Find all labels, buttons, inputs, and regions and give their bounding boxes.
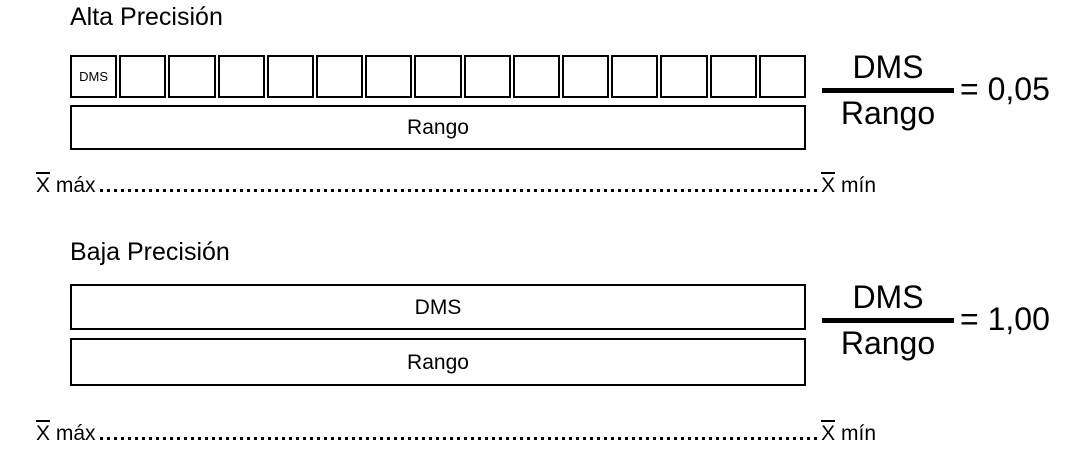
ratio-baja-precision: DMS Rango = 1,00 bbox=[822, 280, 1050, 360]
fraction-rule bbox=[822, 87, 954, 93]
axis-right-endpoint-label: mín bbox=[835, 422, 876, 445]
ratio-alta-precision: DMS Rango = 0,05 bbox=[822, 50, 1050, 130]
axis-left-endpoint-max: X máx bbox=[36, 420, 96, 444]
dms-cell bbox=[119, 55, 167, 98]
dms-bar-baja: DMS bbox=[70, 284, 806, 330]
dms-cell bbox=[611, 55, 659, 98]
fraction-dms-rango: DMS Rango bbox=[822, 280, 954, 360]
dms-cell: DMS bbox=[70, 55, 118, 98]
dms-bar-label: DMS bbox=[414, 295, 462, 319]
axis-dotted-leader bbox=[99, 426, 820, 440]
dms-cell bbox=[512, 55, 561, 98]
dms-cell bbox=[758, 55, 807, 98]
axis-left-endpoint-max: X máx bbox=[36, 172, 96, 196]
section-title-alta-precision: Alta Precisión bbox=[70, 3, 223, 31]
range-axis-baja: X máx X mín bbox=[36, 420, 876, 444]
axis-left-endpoint-label: máx bbox=[50, 422, 96, 445]
dms-segmented-strip: DMS bbox=[70, 55, 807, 98]
axis-left-endpoint-label: máx bbox=[50, 174, 96, 197]
dms-cell bbox=[217, 55, 265, 98]
dms-cell bbox=[168, 55, 216, 98]
ratio-value: = 0,05 bbox=[960, 71, 1050, 108]
fraction-denominator: Rango bbox=[840, 94, 936, 131]
x-bar-symbol: X bbox=[36, 420, 51, 445]
dms-cell-label: DMS bbox=[79, 69, 109, 84]
fraction-numerator: DMS bbox=[852, 279, 924, 315]
range-bar-alta: Rango bbox=[70, 105, 806, 150]
dms-cell bbox=[660, 55, 708, 98]
fraction-denominator: Rango bbox=[840, 324, 936, 361]
axis-right-endpoint-min: X mín bbox=[821, 420, 876, 444]
dms-cell bbox=[709, 55, 757, 98]
x-bar-symbol: X bbox=[821, 172, 836, 197]
x-bar-symbol: X bbox=[821, 420, 836, 445]
dms-cell bbox=[365, 55, 413, 98]
fraction-numerator: DMS bbox=[852, 49, 924, 85]
axis-right-endpoint-min: X mín bbox=[821, 172, 876, 196]
range-bar-label: Rango bbox=[407, 116, 469, 139]
dms-cell bbox=[266, 55, 315, 98]
fraction-rule bbox=[822, 317, 954, 323]
axis-dotted-leader bbox=[99, 178, 820, 192]
dms-cell bbox=[562, 55, 610, 98]
dms-cell bbox=[414, 55, 462, 98]
x-bar-symbol: X bbox=[36, 172, 51, 197]
axis-right-endpoint-label: mín bbox=[835, 174, 876, 197]
ratio-value: = 1,00 bbox=[960, 301, 1050, 338]
dms-cell bbox=[463, 55, 511, 98]
dms-cell bbox=[316, 55, 364, 98]
range-bar-baja: Rango bbox=[70, 338, 806, 386]
range-bar-label: Rango bbox=[407, 350, 469, 374]
fraction-dms-rango: DMS Rango bbox=[822, 50, 954, 130]
range-axis-alta: X máx X mín bbox=[36, 172, 876, 196]
section-title-baja-precision: Baja Precisión bbox=[70, 238, 230, 266]
